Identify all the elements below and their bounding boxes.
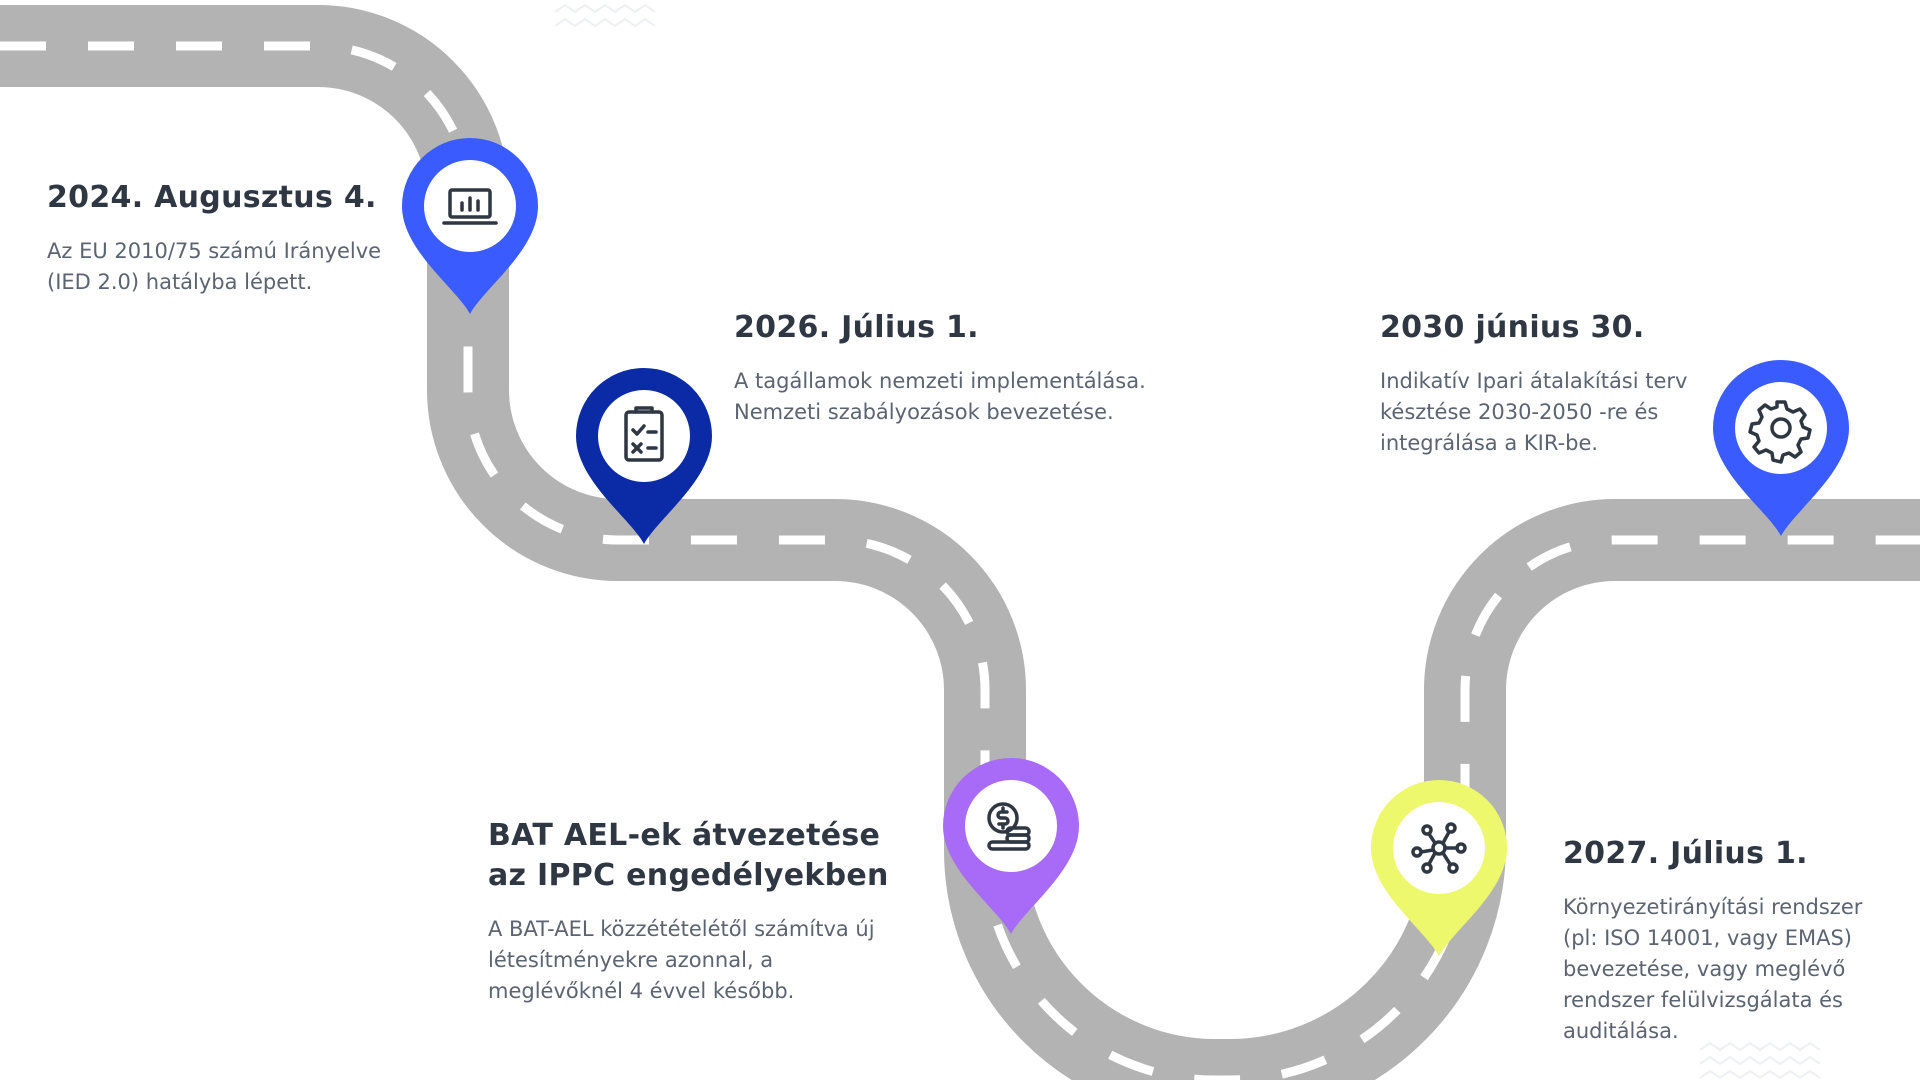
background-pattern-top xyxy=(555,5,655,26)
milestone-2026-july: 2026. Július 1. A tagállamok nemzeti imp… xyxy=(734,308,1194,428)
map-pin-2024 xyxy=(400,138,540,314)
map-pin-2027 xyxy=(1369,780,1509,956)
map-pin-bat-ael xyxy=(941,758,1081,934)
milestone-description: Az EU 2010/75 számú Irányelve (IED 2.0) … xyxy=(47,236,407,298)
milestone-2030-june: 2030 június 30. Indikatív Ipari átalakít… xyxy=(1380,308,1720,459)
map-pin-2030 xyxy=(1711,360,1851,536)
milestone-description: Környezetirányítási rendszer (pl: ISO 14… xyxy=(1563,892,1903,1047)
milestone-bat-ael: BAT AEL-ek átvezetése az IPPC engedélyek… xyxy=(488,816,948,1007)
milestone-title: 2026. Július 1. xyxy=(734,308,1194,348)
map-pin-2026 xyxy=(574,368,714,544)
milestone-title: 2024. Augusztus 4. xyxy=(47,178,407,218)
milestone-title: 2030 június 30. xyxy=(1380,308,1720,348)
milestone-description: A BAT-AEL közzétételétől számítva új lét… xyxy=(488,914,948,1007)
milestone-description: A tagállamok nemzeti implementálása. Nem… xyxy=(734,366,1194,428)
milestone-2027-july: 2027. Július 1. Környezetirányítási rend… xyxy=(1563,834,1903,1047)
milestone-title: 2027. Július 1. xyxy=(1563,834,1903,874)
background-pattern-bottom xyxy=(1700,1043,1820,1078)
milestone-description: Indikatív Ipari átalakítási terv késztés… xyxy=(1380,366,1720,459)
milestone-2024-august: 2024. Augusztus 4. Az EU 2010/75 számú I… xyxy=(47,178,407,298)
milestone-title: BAT AEL-ek átvezetése az IPPC engedélyek… xyxy=(488,816,948,896)
